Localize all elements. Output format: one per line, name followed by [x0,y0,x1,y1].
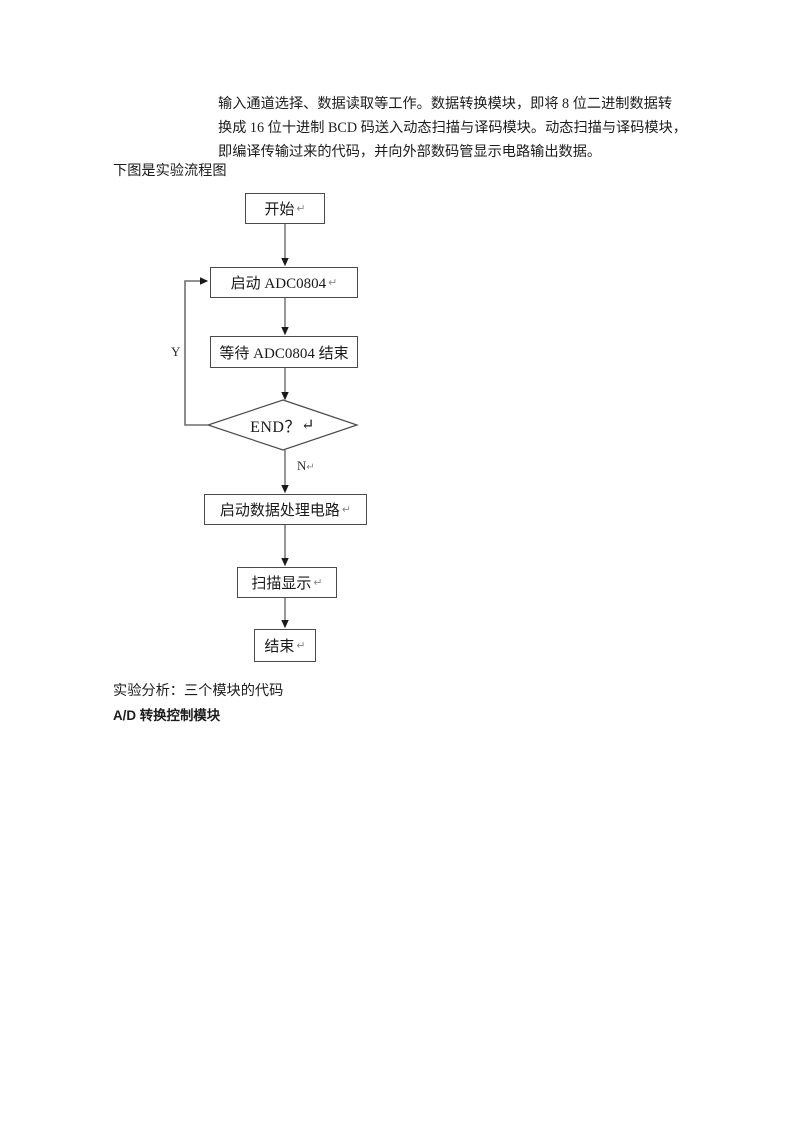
flow-edge-label-no: N↵ [297,458,315,474]
flow-node-start-label: 开始 [264,202,295,218]
flow-node-decision-end-label: END？ [250,419,301,436]
flow-node-start: 开始↵ [245,193,325,224]
flow-node-launch-adc: 启动 ADC0804↵ [210,267,358,298]
flow-node-end: 结束↵ [254,629,316,662]
pilcrow-mark: ↵ [306,462,315,473]
paragraph-line-1: 输入通道选择、数据读取等工作。数据转换模块，即将 8 位二进制数据转 [218,92,690,116]
body-paragraph: 输入通道选择、数据读取等工作。数据转换模块，即将 8 位二进制数据转 换成 16… [218,92,690,164]
flow-node-start-data-processing-label: 启动数据处理电路 [219,503,340,519]
pilcrow-mark: ↵ [313,577,323,589]
flow-node-launch-adc-label: 启动 ADC0804 [230,276,327,292]
paragraph-line-2: 换成 16 位十进制 BCD 码送入动态扫描与译码模块。动态扫描与译码模块， [218,116,690,140]
pilcrow-mark: ↵ [328,277,338,289]
pilcrow-mark: ↵ [300,417,315,434]
flow-edge-label-yes: Y [171,344,181,359]
analysis-text: 实验分析：三个模块的代码 [113,683,284,699]
pilcrow-mark: ↵ [296,640,306,652]
flow-node-end-label: 结束 [264,639,295,655]
paragraph-line-3-text: 即编译传输过来的代码，并向外部数码管显示电路输出数据。 [218,144,602,160]
pilcrow-mark: ↵ [296,203,306,215]
paragraph-line-1-text: 输入通道选择、数据读取等工作。数据转换模块，即将 8 位二进制数据转 [218,96,673,112]
pilcrow-mark: ↵ [341,504,352,516]
flow-node-start-data-processing: 启动数据处理电路↵ [204,494,367,525]
figure-lead-in-text: 下图是实验流程图 [113,163,227,179]
flow-node-wait-adc-label: 等待 ADC0804 结束 [219,345,349,362]
flow-node-scan-display-label: 扫描显示 [251,576,312,592]
paragraph-line-3: 即编译传输过来的代码，并向外部数码管显示电路输出数据。 [218,140,690,164]
flow-node-decision-end: END？↵ [207,400,358,450]
flow-edge-label-no-text: N [297,458,307,473]
flow-node-scan-display: 扫描显示↵ [237,567,337,598]
paragraph-line-2-text: 换成 16 位十进制 BCD 码送入动态扫描与译码模块。动态扫描与译码模块， [218,120,687,136]
module-heading: A/D 转换控制模块 [113,708,221,723]
flow-node-wait-adc: 等待 ADC0804 结束 [210,336,358,368]
